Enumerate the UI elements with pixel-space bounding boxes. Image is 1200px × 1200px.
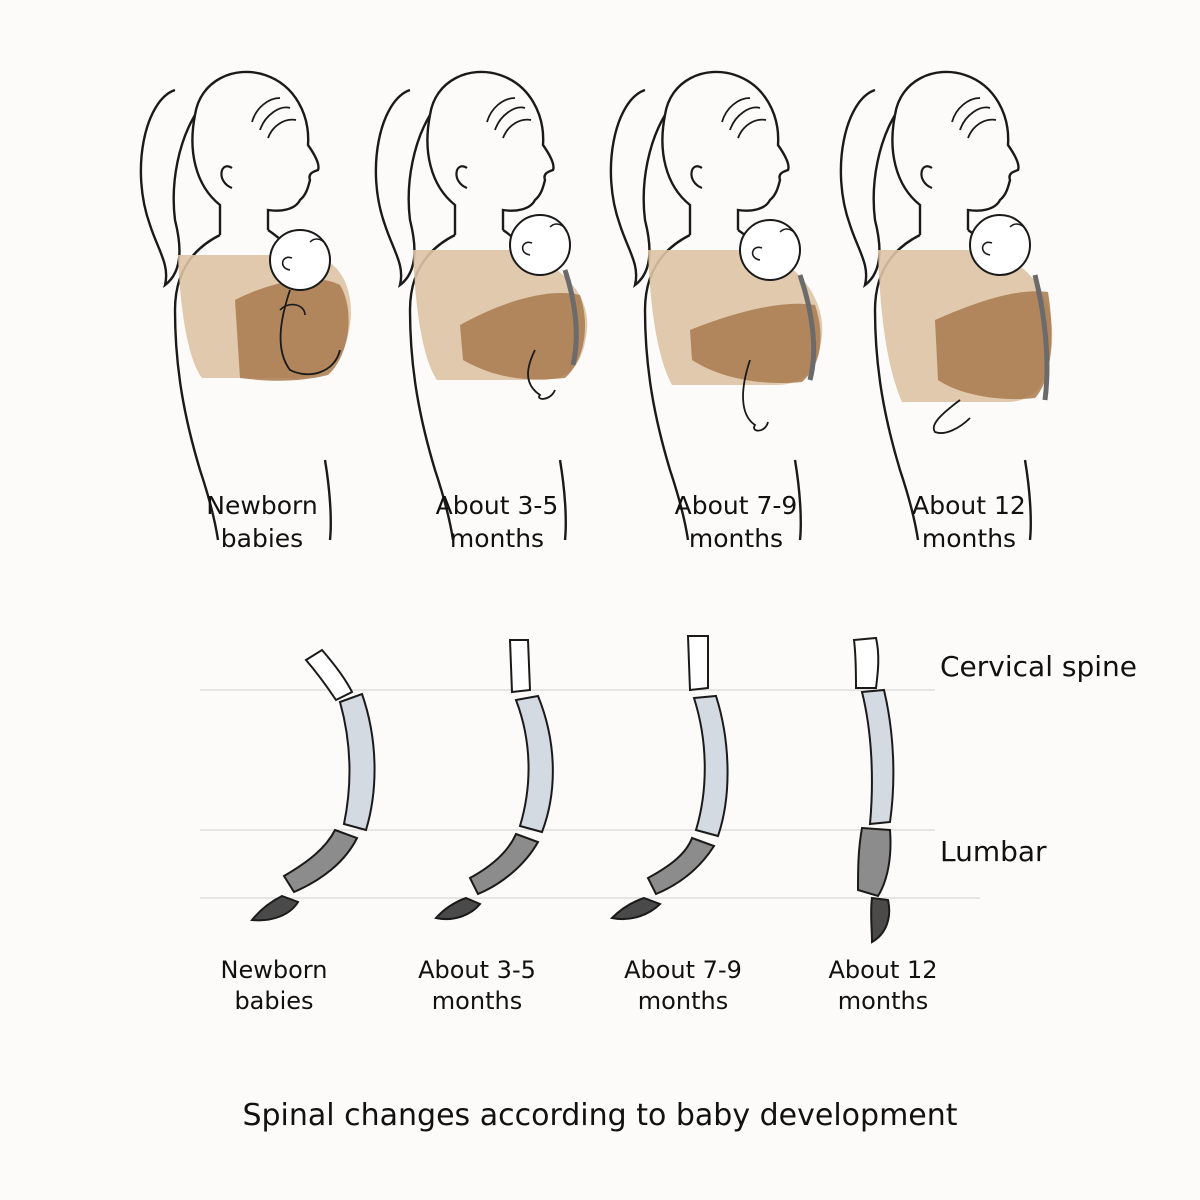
diagram-caption: Spinal changes according to baby develop… [242, 1098, 958, 1133]
label-line1: About 7-9 [674, 491, 798, 520]
label-line1: About 7-9 [624, 956, 742, 984]
top-label-stage-4: About 12 months [859, 490, 1079, 555]
spine-12-months [852, 636, 895, 944]
label-line2: months [837, 987, 929, 1016]
stage-1-illustration [139, 70, 351, 542]
spine-newborn [250, 648, 376, 922]
lumbar-label: Lumbar [940, 835, 1047, 868]
label-line1: About 3-5 [435, 491, 559, 520]
bottom-label-stage-1: Newborn babies [174, 955, 374, 1017]
spine-3-5-months [434, 639, 554, 920]
bottom-label-stage-4: About 12 months [783, 955, 983, 1017]
stage-3-illustration [609, 70, 823, 542]
label-line2: months [921, 523, 1017, 553]
label-line1: Newborn [206, 491, 318, 520]
label-line1: About 12 [912, 491, 1026, 520]
label-line2: babies [234, 987, 314, 1016]
label-line2: months [449, 523, 545, 553]
label-line2: babies [220, 523, 304, 553]
label-line2: months [688, 523, 784, 553]
label-line2: months [637, 987, 729, 1016]
label-line2: months [431, 987, 523, 1016]
top-label-stage-2: About 3-5 months [387, 490, 607, 555]
label-line1: About 3-5 [418, 956, 536, 984]
label-line1: Newborn [220, 956, 328, 984]
stage-2-illustration [374, 70, 588, 542]
top-label-stage-1: Newborn babies [152, 490, 372, 555]
spine-7-9-months [609, 635, 729, 920]
label-line1: About 12 [828, 956, 938, 984]
stage-4-illustration [839, 70, 1053, 542]
bottom-label-stage-3: About 7-9 months [583, 955, 783, 1017]
top-label-stage-3: About 7-9 months [626, 490, 846, 555]
bottom-label-stage-2: About 3-5 months [377, 955, 577, 1017]
cervical-spine-label: Cervical spine [940, 650, 1137, 683]
